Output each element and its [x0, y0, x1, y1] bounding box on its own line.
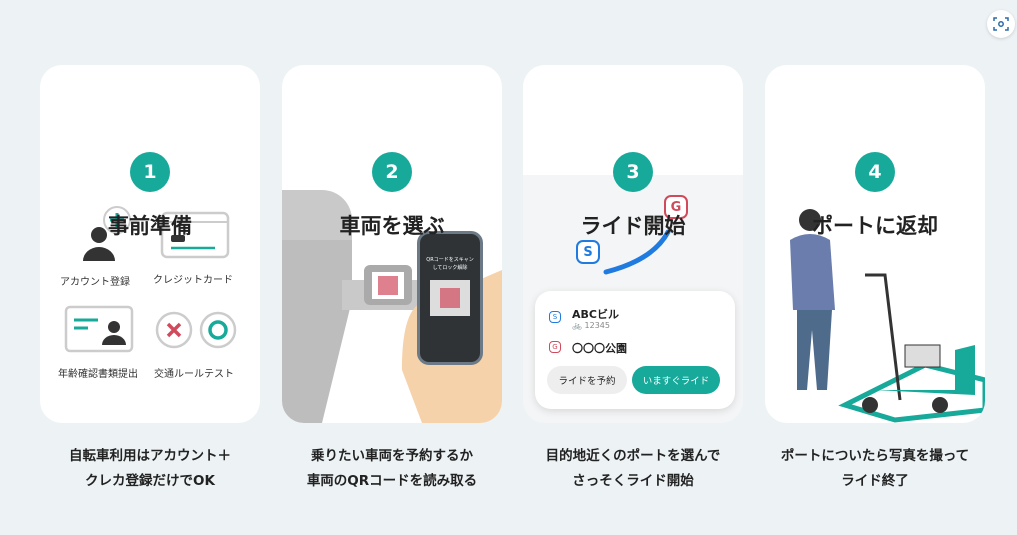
reserve-ride-button[interactable]: ライドを予約 [547, 366, 627, 394]
step-card-2: 2 車両を選ぶ QRコードをスキャンしてロック解除 [282, 65, 502, 423]
caption-line: さっそくライド開始 [572, 473, 694, 489]
item-id-submission: 年齢確認書類提出 [58, 369, 138, 380]
traffic-rule-test-icon [155, 311, 237, 349]
step-number: 2 [372, 152, 412, 192]
caption-line: クレカ登録だけでOK [85, 473, 215, 489]
credit-card-icon [160, 211, 230, 259]
item-traffic-test: 交通ルールテスト [154, 369, 234, 380]
step-caption-1: 自転車利用はアカウント＋ クレカ登録だけでOK [25, 444, 275, 494]
start-name: ABCビル [572, 308, 619, 321]
step-caption-3: 目的地近くのポートを選んでさっそくライド開始 [508, 444, 758, 494]
caption-line: 目的地近くのポートを選んで [545, 448, 721, 464]
account-add-icon [83, 206, 131, 261]
screen-capture-button[interactable] [987, 10, 1015, 38]
route-map [603, 229, 671, 275]
step-card-1: 1 事前準備 アカウント登録 クレジットカード 年齢確認書類提出 交通ルールテス… [40, 65, 260, 423]
scan-icon [993, 17, 1009, 31]
phone-scan-text: QRコードをスキャンしてロック解除 [426, 257, 474, 271]
step-caption-2: 乗りたい車両を予約するか車両のQRコードを読み取る [267, 444, 517, 494]
qr-scan-frame [430, 280, 470, 316]
goal-marker: G [664, 195, 688, 219]
start-marker-label: S [583, 244, 593, 260]
step-title: 車両を選ぶ [339, 214, 445, 238]
step-card-4: 4 ポートに返却 [765, 65, 985, 423]
goal-marker-label: G [670, 199, 682, 215]
step-card-3: 3 ライド開始 S G S ABCビル 🚲 12345 G 〇〇〇公園 ライドを… [523, 65, 743, 423]
start-icon: S [549, 311, 561, 323]
start-marker: S [576, 240, 600, 264]
goal-icon: G [549, 341, 561, 353]
id-document-icon [64, 305, 134, 353]
item-account: アカウント登録 [60, 277, 130, 288]
step-title: 事前準備 [108, 214, 192, 238]
caption-line: 自転車利用はアカウント＋ [69, 448, 231, 464]
step-title: ライド開始 [580, 214, 686, 238]
step-title: ポートに返却 [812, 214, 938, 238]
step-number: 1 [130, 152, 170, 192]
step-caption-4: ポートについたら写真を撮ってライド終了 [750, 444, 1000, 494]
caption-line: 車両のQRコードを読み取る [306, 473, 478, 489]
goal-name: 〇〇〇公園 [572, 342, 627, 355]
ride-now-button[interactable]: いますぐライド [632, 366, 720, 394]
step-number: 4 [855, 152, 895, 192]
route-panel: S ABCビル 🚲 12345 G 〇〇〇公園 ライドを予約 いますぐライド [535, 291, 735, 409]
vehicle-id: 12345 [584, 321, 610, 330]
item-credit-card: クレジットカード [153, 275, 233, 286]
phone: QRコードをスキャンしてロック解除 [417, 231, 483, 365]
return-to-port-illustration [790, 209, 985, 423]
caption-line: ライド終了 [841, 473, 909, 489]
caption-line: 乗りたい車両を予約するか [311, 448, 473, 464]
step-number: 3 [613, 152, 653, 192]
caption-line: ポートについたら写真を撮って [780, 448, 970, 464]
bike-icon: 🚲 [572, 321, 585, 330]
